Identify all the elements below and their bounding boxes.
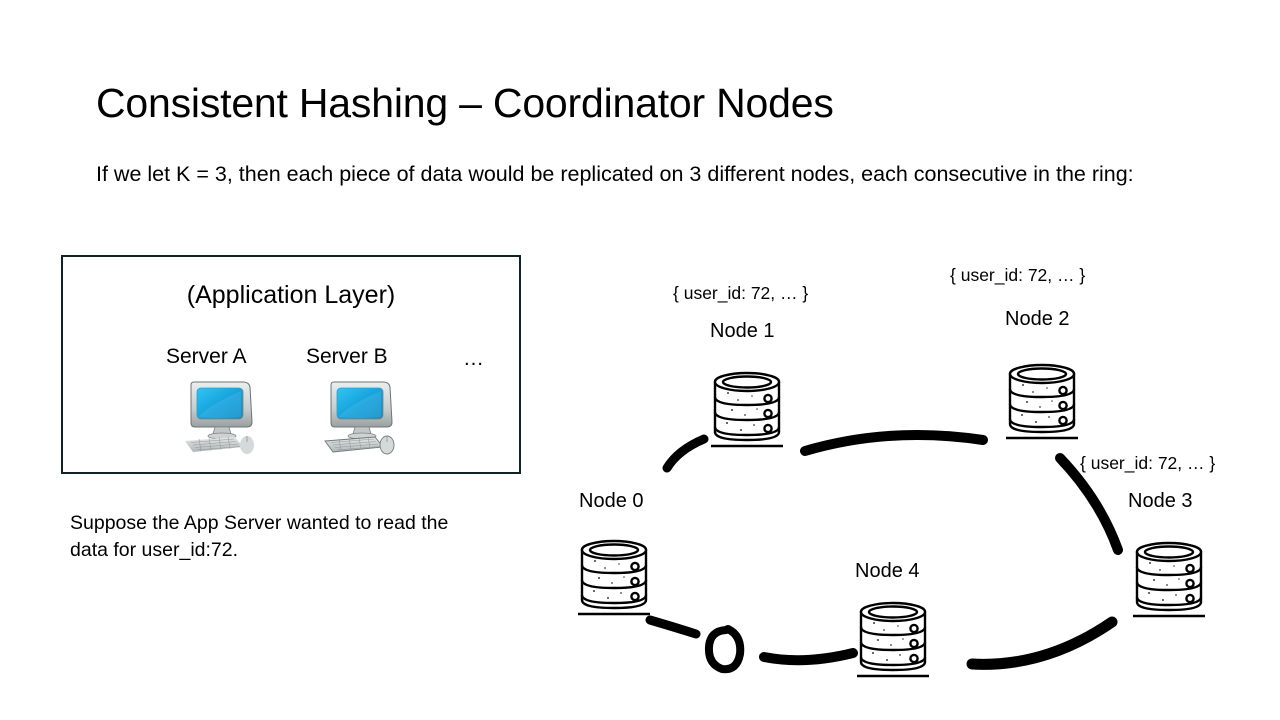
arc-node1-to-node2 [800,429,988,456]
desktop-computer-icon [324,381,395,455]
database-stack-icon [1006,363,1078,440]
database-stack-icon [857,601,929,678]
node-3-label: Node 3 [1128,490,1193,512]
consistent-hashing-ring-diagram: Node 0 { user_id: 72, … } Node 1 [540,250,1280,720]
application-layer-box: (Application Layer) Server A Server B … [61,255,521,474]
server-a-label: Server A [166,345,247,368]
server-ellipsis-label: … [463,347,484,370]
arc-node4-to-marker [759,648,858,666]
ring-position-marker-0 [704,625,745,674]
application-layer-title: (Application Layer) [186,281,396,309]
arc-marker-to-node0 [645,615,701,639]
database-stack-icon [711,371,783,448]
node-4-label: Node 4 [855,560,920,582]
node-0-label: Node 0 [579,490,644,512]
ring-arc-strokes [645,429,1123,674]
database-stack-icon [1133,541,1205,618]
node-2-label: Node 2 [1005,308,1070,330]
node-1-payload-label: { user_id: 72, … } [673,283,809,303]
server-b-label: Server B [306,345,388,368]
database-stack-icon [578,539,650,616]
node-1-label: Node 1 [710,320,775,342]
node-2-payload-label: { user_id: 72, … } [950,265,1086,285]
page-title: Consistent Hashing – Coordinator Nodes [96,80,834,126]
arc-node3-to-node4 [966,616,1118,670]
arc-node0-to-node1 [662,434,709,473]
node-3-payload-label: { user_id: 72, … } [1080,453,1216,473]
app-server-caption: Suppose the App Server wanted to read th… [70,512,449,561]
desktop-computer-icon [185,381,254,454]
slide-body-text: If we let K = 3, then each piece of data… [96,162,1134,186]
arc-node2-to-node3 [1055,453,1123,555]
